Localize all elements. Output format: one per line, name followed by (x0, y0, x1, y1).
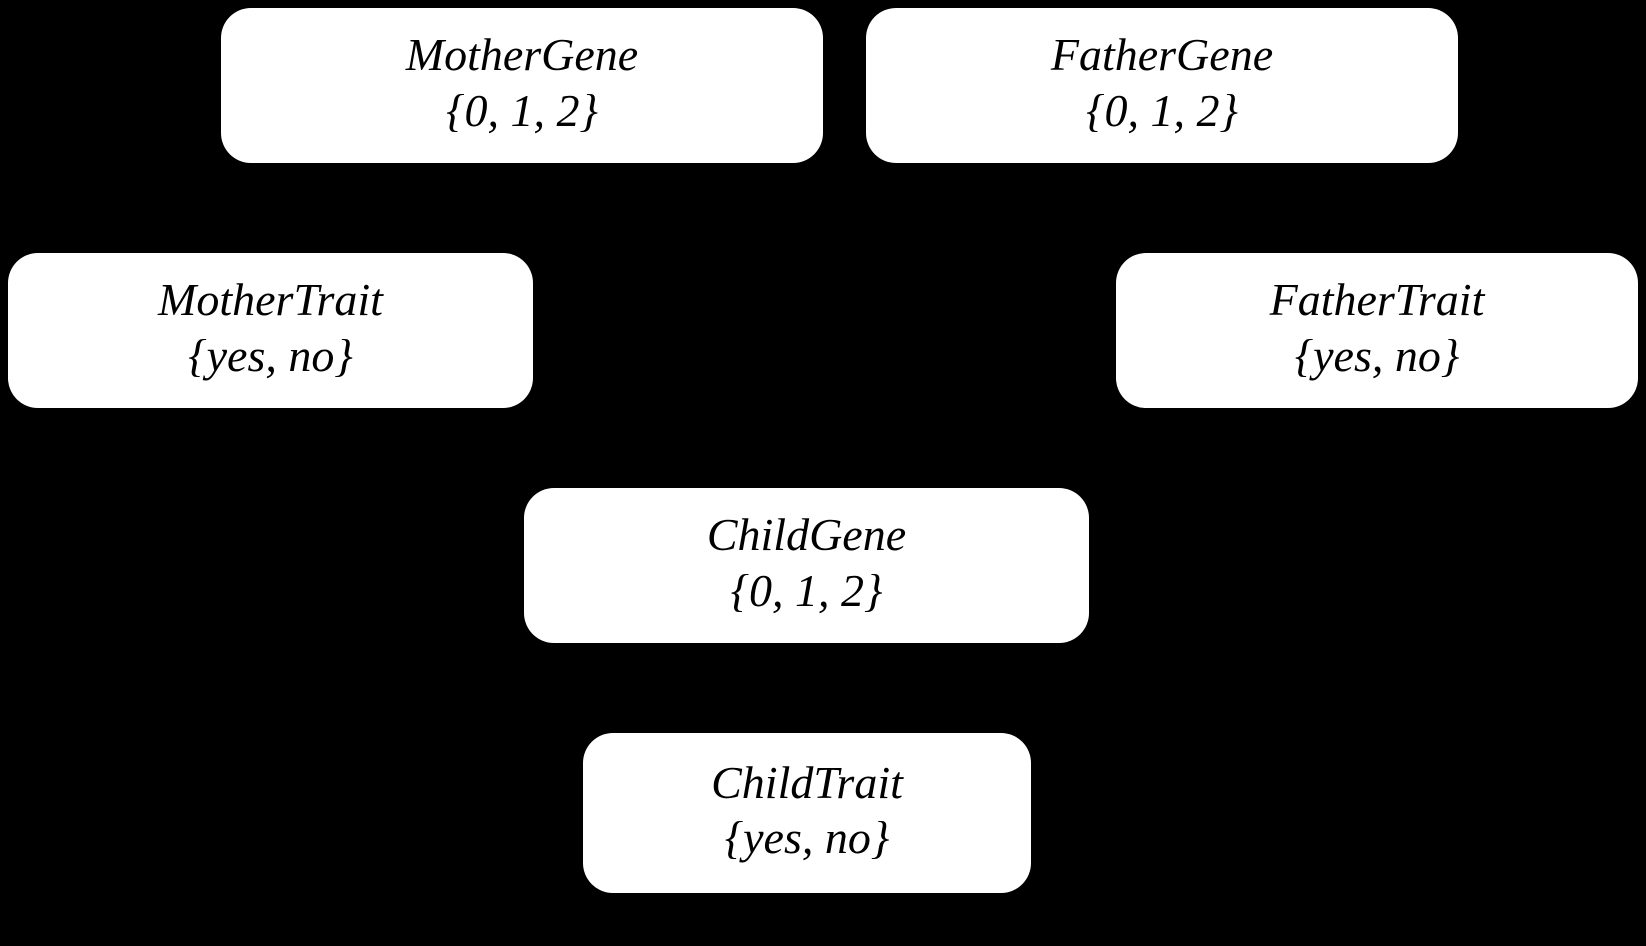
node-child-gene[interactable]: ChildGene {0, 1, 2} (524, 488, 1089, 643)
node-father-gene-label: FatherGene (1050, 29, 1274, 81)
node-mother-gene-label: MotherGene (405, 29, 639, 81)
node-child-trait[interactable]: ChildTrait {yes, no} (583, 733, 1031, 893)
node-child-gene-label: ChildGene (706, 509, 907, 561)
node-child-trait-domain: {yes, no} (724, 812, 890, 863)
node-mother-gene[interactable]: MotherGene {0, 1, 2} (221, 8, 823, 163)
node-father-gene-domain: {0, 1, 2} (1086, 84, 1238, 136)
node-mother-gene-domain: {0, 1, 2} (446, 84, 598, 136)
node-father-trait-label: FatherTrait (1269, 274, 1485, 326)
node-mother-trait-label: MotherTrait (158, 274, 383, 326)
node-mother-trait-domain: {yes, no} (188, 329, 353, 381)
node-mother-trait[interactable]: MotherTrait {yes, no} (8, 253, 533, 408)
node-father-gene[interactable]: FatherGene {0, 1, 2} (866, 8, 1458, 163)
node-father-trait[interactable]: FatherTrait {yes, no} (1116, 253, 1638, 408)
node-child-gene-domain: {0, 1, 2} (730, 564, 883, 616)
node-child-trait-label: ChildTrait (711, 756, 903, 808)
node-father-trait-domain: {yes, no} (1294, 329, 1460, 381)
